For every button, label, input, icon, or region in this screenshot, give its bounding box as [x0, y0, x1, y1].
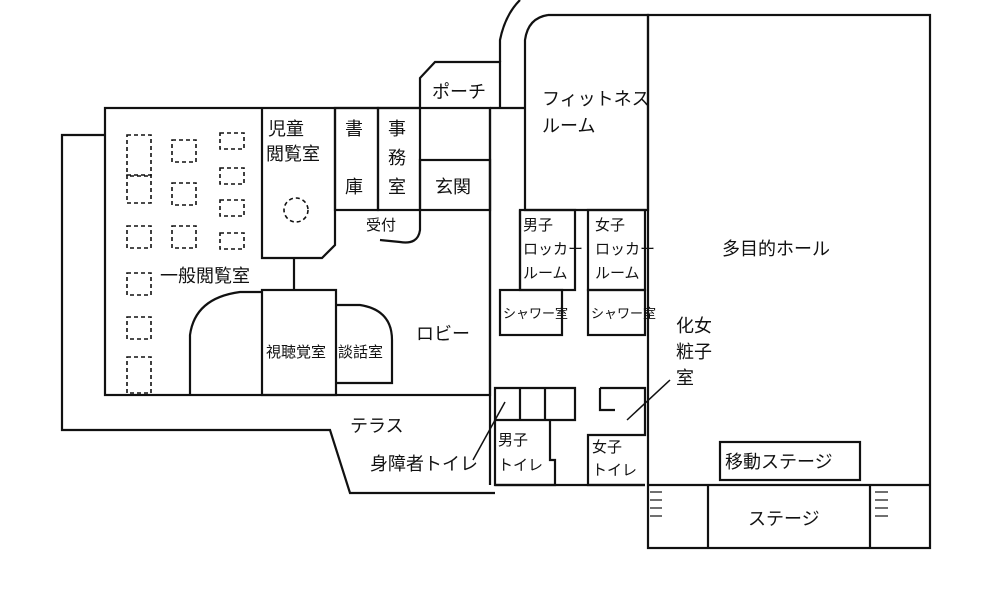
fitness-label-2: ルーム [542, 116, 595, 137]
mobile-stage-label: 移動ステージ [725, 452, 833, 473]
female-shower-label: シャワー室 [591, 306, 656, 322]
office-label: 事 [388, 119, 406, 140]
fitness-wall [523, 13, 650, 212]
powder-room-label-2: 粧子 [676, 342, 712, 363]
office-label-2: 務 [388, 148, 406, 169]
stack-room-label-2: 庫 [345, 177, 363, 198]
desks [126, 132, 245, 394]
reception-counter [379, 210, 422, 244]
mobile-stage-wall [718, 440, 862, 482]
terrace-outline [60, 133, 495, 495]
male-toilet-label: 男子 [498, 431, 528, 449]
talk-room-wall [336, 303, 394, 385]
male-locker-label-2: ロッカー [523, 240, 583, 258]
stairs-icon [650, 491, 888, 517]
porch-label: ポーチ [432, 82, 486, 103]
hall-wall [646, 13, 932, 550]
hall-label: 多目的ホール [722, 239, 830, 260]
accessible-toilet-label: 身障者トイレ [370, 454, 478, 475]
female-shower-wall [586, 288, 647, 337]
general-reading-label: 一般閲覧室 [160, 266, 250, 287]
terrace-label: テラス [350, 416, 404, 437]
av-room-label: 視聴覚室 [266, 343, 326, 361]
female-toilet-label: 女子 [592, 438, 622, 456]
male-shower-wall [498, 288, 564, 337]
canopy-arc [498, 0, 549, 108]
av-room-wall [260, 288, 338, 397]
children-room-label: 児童 [268, 119, 304, 140]
male-locker-label-3: ルーム [523, 264, 568, 282]
leader-line [626, 379, 671, 421]
children-room-label-2: 閲覧室 [266, 144, 320, 165]
round-table-icon [283, 197, 309, 223]
powder-room-label-3: 室 [676, 368, 694, 389]
curved-wall [188, 290, 262, 395]
female-locker-label-3: ルーム [595, 264, 640, 282]
male-shower-label: シャワー室 [503, 306, 568, 322]
porch-wall [418, 60, 525, 110]
female-locker-label: 女子 [595, 216, 625, 234]
female-toilet-label-2: トイレ [592, 461, 637, 479]
toilet-stalls [493, 386, 577, 422]
talk-room-label: 談話室 [338, 343, 383, 361]
stage-wall [648, 483, 930, 548]
male-locker-label: 男子 [523, 216, 553, 234]
powder-room-label: 化女 [676, 316, 712, 337]
male-toilet-wall [493, 420, 557, 487]
lobby-label: ロビー [416, 324, 470, 345]
leader-line [472, 401, 506, 461]
male-toilet-label-2: トイレ [498, 456, 543, 474]
female-locker-label-2: ロッカー [595, 240, 655, 258]
office-label-3: 室 [388, 177, 406, 198]
fitness-label: フィットネス [542, 89, 650, 110]
stack-room-label: 書 [345, 119, 363, 140]
reception-label: 受付 [366, 216, 396, 234]
stage-label: ステージ [748, 509, 820, 530]
entrance-label: 玄関 [435, 177, 471, 198]
